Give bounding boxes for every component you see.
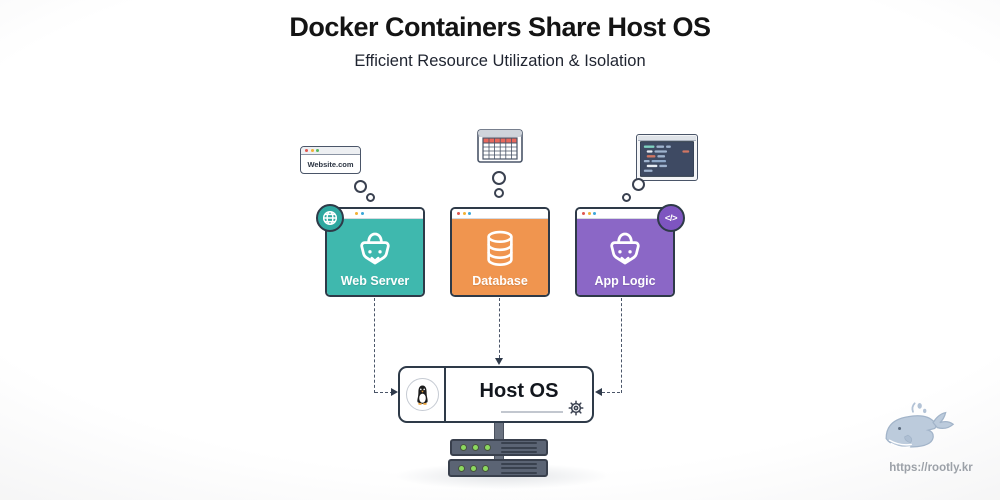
bubble-circle [622, 193, 631, 202]
browser-window-icon: Website.com [300, 146, 361, 174]
window-dot-blue [360, 212, 364, 215]
host-os-left-panel [400, 368, 446, 421]
bubble-circle [354, 180, 367, 193]
globe-badge [316, 204, 344, 232]
page-subtitle: Efficient Resource Utilization & Isolati… [354, 52, 646, 70]
container-database: Database [450, 207, 550, 297]
window-dot-blue [468, 212, 471, 215]
docker-mascot-icon [610, 232, 640, 265]
led-green [461, 445, 466, 450]
bubble-circle [494, 188, 504, 198]
led-green [473, 445, 478, 450]
page-title: Docker Containers Share Host OS [289, 12, 711, 42]
code-editor-icon [636, 134, 698, 181]
window-dot-green [316, 149, 319, 152]
gear-icon [568, 400, 584, 416]
container-titlebar [577, 209, 673, 219]
whale-watermark-icon [885, 402, 955, 449]
server-rack-unit [450, 439, 548, 456]
window-dot-yellow [462, 212, 466, 215]
bubble-circle [632, 178, 645, 191]
server-vents [501, 442, 537, 453]
code-editor-screen [640, 141, 694, 177]
browser-titlebar [301, 147, 360, 155]
led-green [485, 445, 490, 450]
code-editor-titlebar [638, 136, 696, 141]
container-label: Database [472, 274, 528, 288]
host-os-box: Host OS [398, 366, 594, 423]
container-titlebar [327, 209, 423, 219]
arrowhead-into-host-top [495, 358, 503, 365]
bubble-circle [492, 171, 506, 185]
code-badge: </> [657, 204, 685, 232]
browser-url-label: Website.com [307, 159, 354, 169]
window-dot-yellow [310, 149, 314, 152]
linux-penguin-circle [405, 378, 439, 411]
led-green [459, 465, 464, 471]
window-dot-red [305, 149, 308, 152]
bubble-circle [366, 193, 375, 202]
container-label: Web Server [340, 274, 410, 288]
connector-applogic [602, 392, 620, 393]
linux-penguin-icon [416, 384, 428, 405]
server-vents [501, 462, 537, 474]
container-titlebar [452, 209, 548, 219]
server-leds [459, 465, 488, 471]
container-app-logic: App Logic [575, 207, 675, 297]
container-label: App Logic [594, 274, 656, 288]
window-dot-red [582, 212, 585, 215]
window-dot-yellow [355, 212, 358, 215]
connector-applogic [621, 298, 622, 393]
host-os-underline [501, 411, 563, 413]
docker-mascot-icon [360, 232, 390, 265]
host-os-label: Host OS [479, 380, 559, 402]
spreadsheet-icon [477, 129, 523, 163]
server-leds [461, 445, 490, 450]
database-icon [487, 230, 513, 267]
connector-database [499, 298, 500, 358]
globe-icon [322, 210, 338, 226]
arrowhead-into-host-right [595, 388, 602, 396]
window-dot-yellow [587, 212, 591, 215]
host-os-main-panel: Host OS [446, 368, 592, 421]
led-green [471, 465, 476, 471]
watermark-url: https://rootly.kr [889, 462, 973, 474]
server-rack-unit [448, 459, 548, 477]
connector-webserver [375, 392, 393, 393]
window-dot-red [457, 212, 460, 215]
connector-webserver [374, 298, 375, 393]
code-badge-symbol: </> [664, 212, 678, 224]
led-green [483, 465, 488, 471]
arrowhead-into-host-left [391, 388, 398, 396]
window-dot-blue [593, 212, 596, 215]
